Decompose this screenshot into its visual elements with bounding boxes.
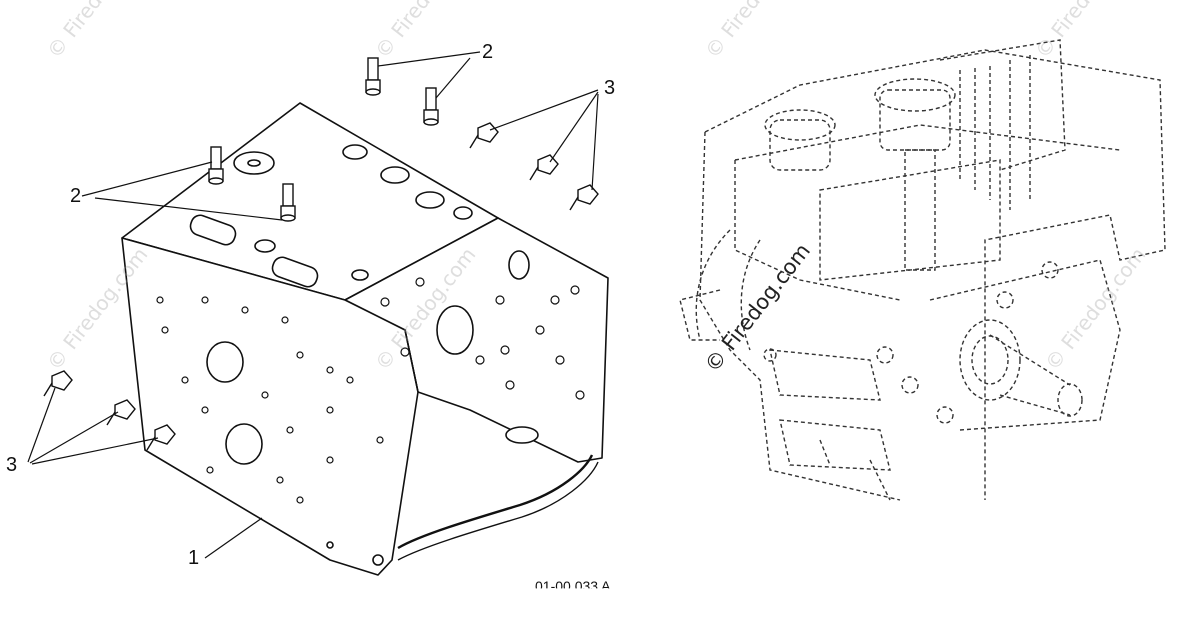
frame-holes — [156, 277, 585, 504]
frame-assembly — [121, 102, 609, 576]
callout-3-top: 3 — [604, 77, 616, 99]
callout-2-left: 2 — [70, 185, 82, 207]
diagram-reference-number: 01-00 033 A — [535, 578, 611, 594]
leader-lines — [27, 51, 599, 559]
callout-2-top: 2 — [482, 41, 494, 63]
stud-bolts — [208, 57, 439, 222]
hex-bolts — [43, 122, 599, 451]
callout-1: 1 — [188, 547, 200, 569]
engine-outline — [679, 39, 1166, 501]
callout-3-left: 3 — [6, 454, 18, 476]
